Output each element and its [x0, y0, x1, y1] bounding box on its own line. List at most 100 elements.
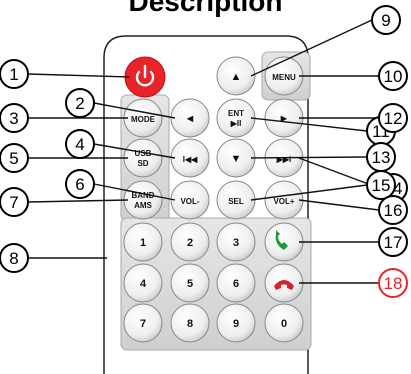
remote-button-mode[interactable]: MODE: [123, 98, 163, 138]
callout-12: 12: [378, 103, 408, 133]
remote-button-up[interactable]: ▲: [216, 56, 256, 96]
remote-button-power[interactable]: [124, 56, 166, 98]
callout-number-6: 6: [75, 175, 84, 194]
button-label-usbsd: USB: [135, 149, 152, 158]
leader-line-15: [250, 184, 368, 201]
arrow-up-icon: ▲: [231, 71, 242, 83]
arrow-left-icon: ◄: [185, 113, 196, 125]
next-track-icon: ▶▶I: [276, 155, 292, 164]
callout-number-9: 9: [381, 11, 390, 30]
callout-number-10: 10: [384, 67, 403, 86]
leader-line-2: [93, 102, 176, 119]
callout-number-3: 3: [9, 109, 18, 128]
callout-16: 16: [378, 195, 408, 225]
remote-button-n0[interactable]: 0: [264, 303, 304, 343]
callout-2: 2: [65, 88, 95, 118]
button-label-n6: 6: [233, 278, 239, 290]
callout-number-7: 7: [9, 193, 18, 212]
remote-button-left[interactable]: ◄: [170, 98, 210, 138]
button-label-n7: 7: [140, 318, 146, 330]
remote-button-n6[interactable]: 6: [216, 263, 256, 303]
heading: Description: [128, 0, 283, 17]
button-label-bandams-line2: AMS: [134, 201, 152, 210]
remote-button-n9[interactable]: 9: [216, 303, 256, 343]
callout-6: 6: [65, 169, 95, 199]
remote-button-call[interactable]: [264, 222, 304, 262]
callout-number-2: 2: [75, 94, 84, 113]
button-label-voldown: VOL-: [180, 197, 199, 206]
power-icon: [135, 64, 155, 87]
remote-button-voldown[interactable]: VOL-: [170, 180, 210, 220]
remote-button-n4[interactable]: 4: [123, 263, 163, 303]
numpad-panel: [120, 217, 312, 351]
remote-button-sel[interactable]: SEL: [216, 180, 256, 220]
callout-number-4: 4: [75, 135, 84, 154]
remote-button-n8[interactable]: 8: [170, 303, 210, 343]
arrow-right-icon: ►: [279, 113, 290, 125]
button-label-volup: VOL+: [273, 197, 294, 206]
callout-number-16: 16: [384, 201, 403, 220]
remote-button-prev[interactable]: I◀◀: [170, 138, 210, 178]
callout-5: 5: [0, 143, 29, 173]
button-label-n8: 8: [187, 318, 193, 330]
callout-number-13: 13: [372, 148, 391, 167]
callout-9: 9: [371, 5, 401, 35]
phone-hangup-icon: [274, 280, 294, 290]
callout-1: 1: [0, 59, 29, 89]
button-label-mode: MODE: [131, 115, 156, 124]
callout-number-15: 15: [372, 176, 391, 195]
callout-4: 4: [65, 129, 95, 159]
play-pause-icon: ENT: [228, 109, 244, 118]
callout-18: 18: [378, 268, 408, 298]
remote-button-n7[interactable]: 7: [123, 303, 163, 343]
callout-number-12: 12: [384, 109, 403, 128]
callout-15: 15: [366, 170, 396, 200]
button-label-n3: 3: [233, 237, 239, 249]
callout-17: 17: [378, 227, 408, 257]
previous-track-icon: I◀◀: [183, 155, 198, 164]
callout-7: 7: [0, 187, 29, 217]
button-label-bandams: BAND: [131, 191, 154, 200]
callout-number-8: 8: [9, 249, 18, 268]
button-label-sel: SEL: [228, 197, 244, 206]
leader-line-9: [250, 19, 373, 77]
leader-line-4: [93, 143, 176, 159]
remote-button-menu[interactable]: MENU: [264, 56, 304, 96]
button-label-n9: 9: [233, 318, 239, 330]
callout-3: 3: [0, 103, 29, 133]
button-label-n5: 5: [187, 278, 193, 290]
remote-button-volup[interactable]: VOL+: [264, 180, 304, 220]
remote-button-n1[interactable]: 1: [123, 222, 163, 262]
remote-button-ent[interactable]: ENT▶II: [216, 98, 256, 138]
callout-number-17: 17: [384, 233, 403, 252]
button-label-menu: MENU: [272, 73, 296, 82]
leader-line-14: [298, 157, 380, 189]
button-label-n0: 0: [281, 318, 287, 330]
button-label-n4: 4: [140, 278, 147, 290]
remote-button-n5[interactable]: 5: [170, 263, 210, 303]
callout-13: 13: [366, 142, 396, 172]
remote-button-n2[interactable]: 2: [170, 222, 210, 262]
callout-number-1: 1: [9, 65, 18, 84]
remote-button-n3[interactable]: 3: [216, 222, 256, 262]
leader-line-1: [27, 73, 131, 78]
leader-line-6: [93, 183, 176, 201]
callout-8: 8: [0, 243, 29, 273]
leader-line-13: [250, 156, 368, 159]
remote-button-hangup[interactable]: [264, 263, 304, 303]
callout-10: 10: [378, 61, 408, 91]
leader-line-7: [27, 199, 129, 203]
leader-line-16: [298, 199, 380, 211]
button-label-n2: 2: [187, 237, 193, 249]
phone-answer-icon: [275, 230, 288, 250]
button-label-ent-line2: ▶II: [230, 119, 242, 128]
callout-number-5: 5: [9, 149, 18, 168]
leader-line-11: [250, 117, 368, 132]
remote-button-right[interactable]: ►: [264, 98, 304, 138]
arrow-down-icon: ▼: [231, 153, 242, 165]
remote-button-down[interactable]: ▼: [216, 138, 256, 178]
callout-number-18: 18: [384, 274, 403, 293]
